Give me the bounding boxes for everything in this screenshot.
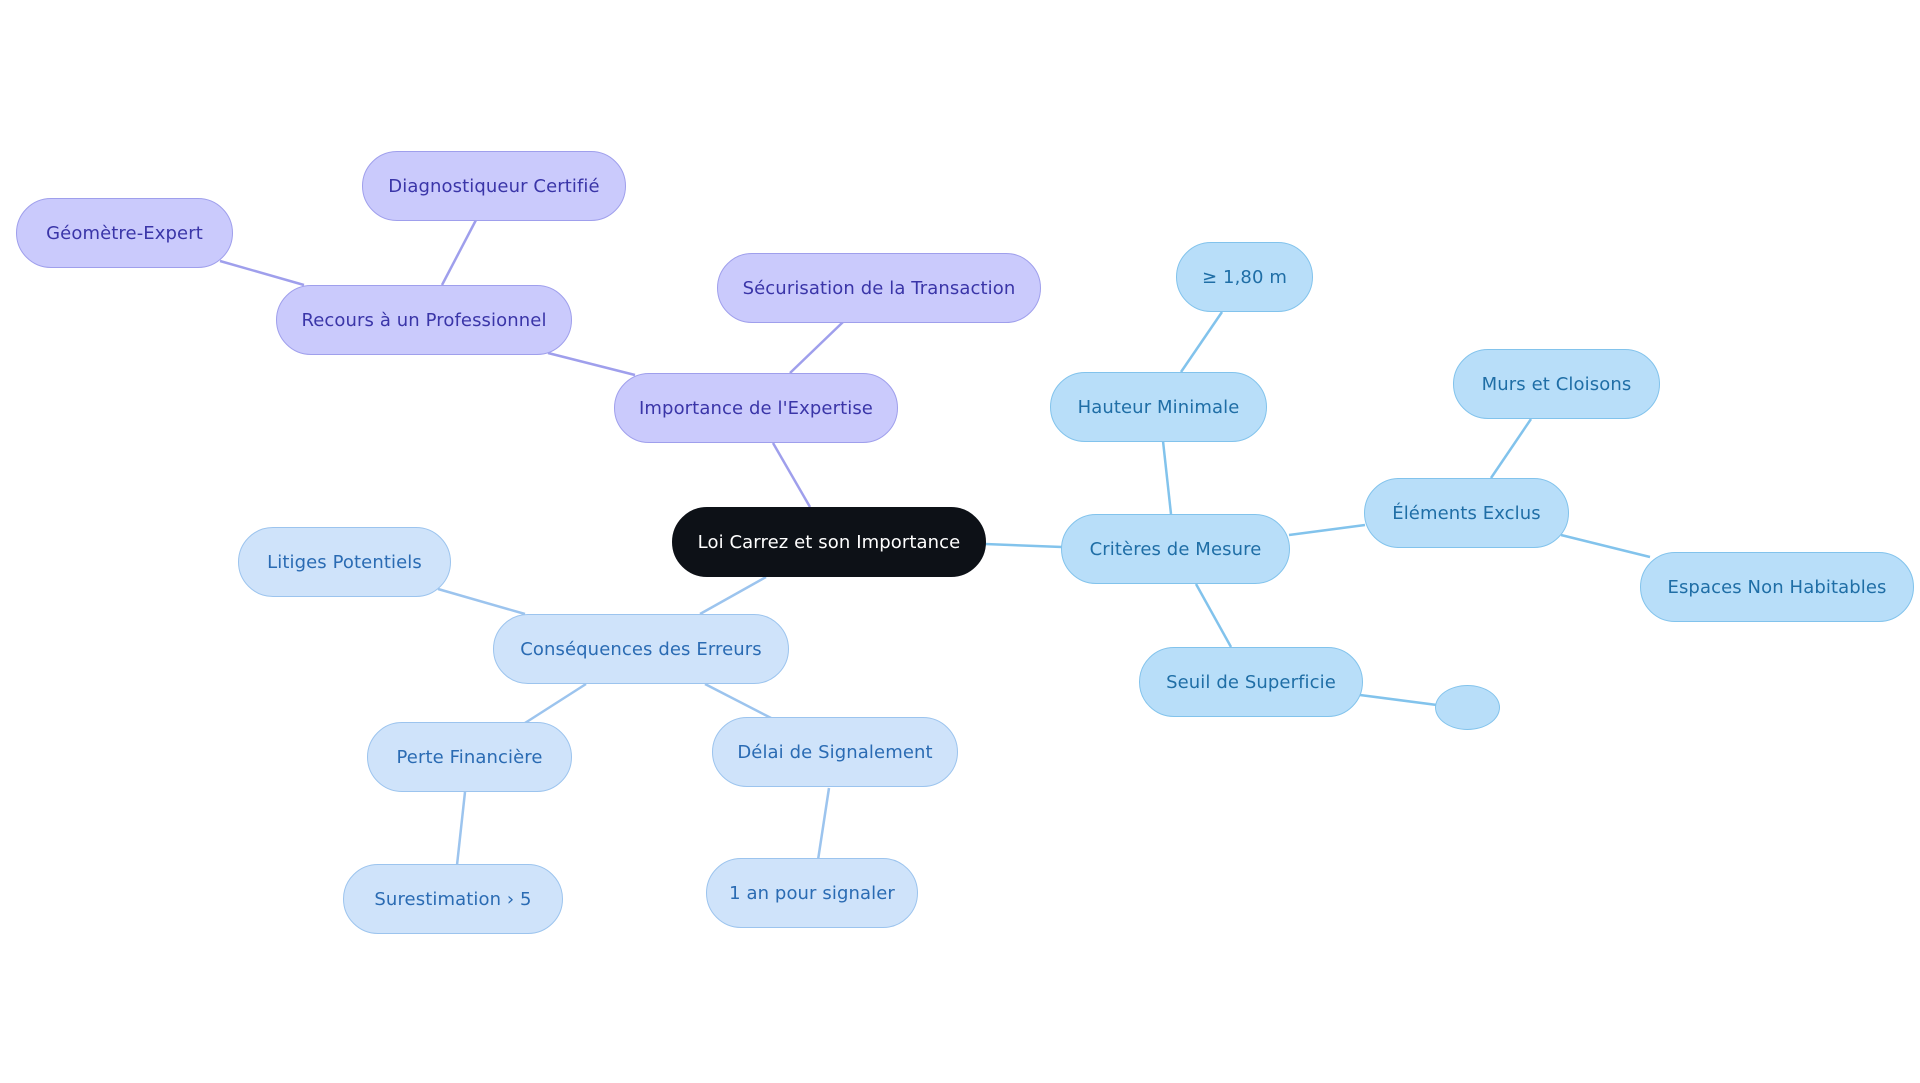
edge-hauteur-valeur (1179, 311, 1224, 373)
node-securisation-transaction: Sécurisation de la Transaction (717, 253, 1041, 323)
node-importance-expertise: Importance de l'Expertise (614, 373, 898, 443)
node-diagnostiqueur-certifie: Diagnostiqueur Certifié (362, 151, 626, 221)
edge-criteres-seuil (1194, 583, 1233, 648)
edge-criteres-elements (1288, 523, 1366, 537)
edge-consequences-perte (524, 682, 587, 725)
edge-elements-espaces (1560, 533, 1651, 559)
node-delai-signalement: Délai de Signalement (712, 717, 958, 787)
node-espaces-non-habitables: Espaces Non Habitables (1640, 552, 1914, 622)
edge-perte-surestimation (455, 791, 467, 866)
edge-consequences-litiges (437, 587, 526, 616)
edge-recours-geometre (219, 259, 305, 287)
node-consequences-erreurs: Conséquences des Erreurs (493, 614, 789, 684)
edge-recours-diagnostiqueur (440, 219, 478, 286)
node-delai-valeur: 1 an pour signaler (706, 858, 918, 928)
node-perte-financiere: Perte Financière (367, 722, 572, 792)
node-murs-cloisons: Murs et Cloisons (1453, 349, 1660, 419)
node-root: Loi Carrez et son Importance (672, 507, 986, 577)
edge-root-criteres (984, 542, 1063, 549)
edge-expertise-securisation (789, 321, 844, 374)
node-hauteur-valeur: ≥ 1,80 m (1176, 242, 1313, 312)
node-litiges-potentiels: Litiges Potentiels (238, 527, 451, 597)
node-geometre-expert: Géomètre-Expert (16, 198, 233, 268)
edge-expertise-recours (547, 351, 636, 377)
node-recours-professionnel: Recours à un Professionnel (276, 285, 572, 355)
edge-root-consequences (699, 575, 767, 616)
edge-criteres-hauteur (1161, 440, 1173, 515)
edge-elements-murs (1489, 418, 1533, 479)
node-elements-exclus: Éléments Exclus (1364, 478, 1569, 548)
edge-root-expertise (771, 442, 812, 508)
node-seuil-superficie: Seuil de Superficie (1139, 647, 1363, 717)
edge-consequences-delai (704, 682, 772, 720)
edge-seuil-valeur (1359, 693, 1438, 707)
node-hauteur-minimale: Hauteur Minimale (1050, 372, 1267, 442)
node-criteres-mesure: Critères de Mesure (1061, 514, 1290, 584)
edge-delai-valeur (816, 787, 831, 861)
node-surestimation: Surestimation › 5 (343, 864, 563, 934)
node-seuil-valeur (1435, 685, 1500, 730)
